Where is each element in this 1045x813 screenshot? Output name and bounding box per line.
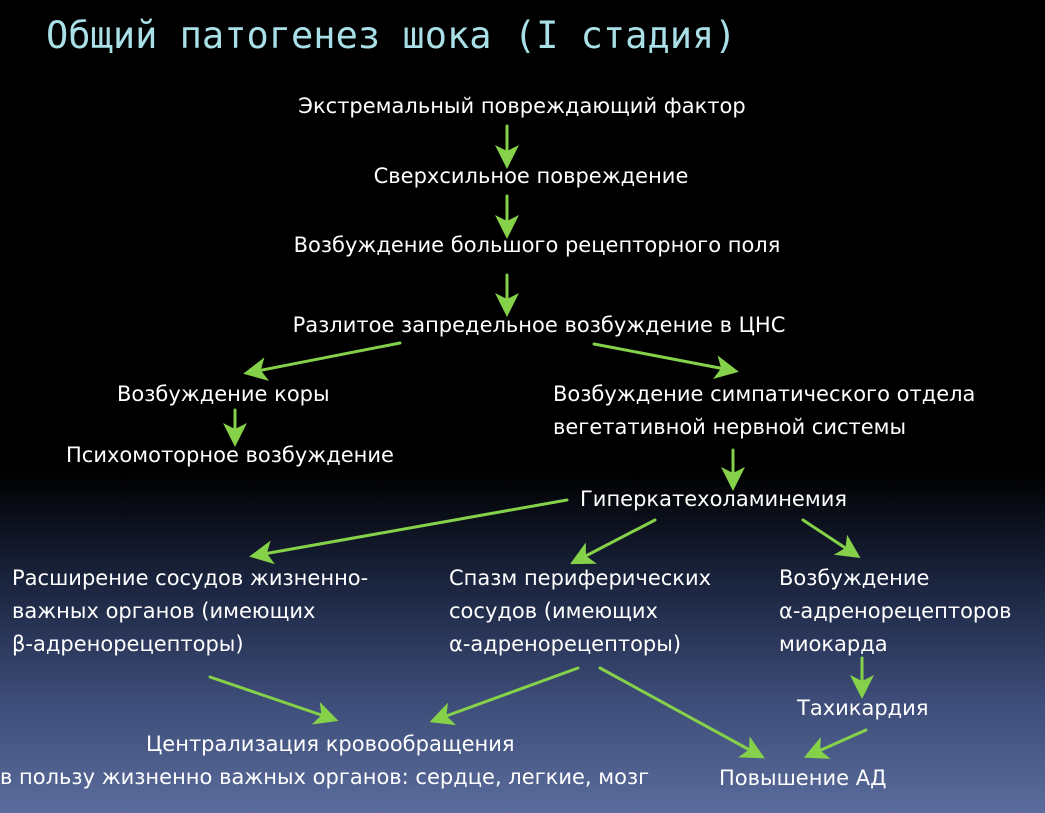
node-spasm-line3: α-адренорецепторы) [449,632,682,656]
node-extreme-factor: Экстремальный повреждающий фактор [298,94,746,118]
node-centralization-line1: Централизация кровообращения [146,732,515,756]
arrow-hypercatechol-to-spasm [570,518,657,565]
node-cns-excitation: Разлитое запредельное возбуждение в ЦНС [292,313,786,337]
node-centralization-line2: в пользу жизненно важных органов: сердце… [0,765,650,789]
node-spasm-line2: сосудов (имеющих [449,599,658,623]
arrow-hypercatechol-to-myocard [801,518,861,558]
node-peripheral-spasm: Спазм периферических сосудов (имеющих α-… [449,562,711,661]
node-tachycardia: Тахикардия [797,696,929,720]
node-myocard-line3: миокарда [779,632,888,656]
arrow-vasodilation-to-centralization [208,675,339,725]
node-bp-rise: Повышение АД [719,766,887,790]
arrow-cns-to-cortex [243,341,402,381]
node-cortex-excitation: Возбуждение коры [117,382,330,406]
arrow-cns-to-sympathetic [592,342,739,379]
arrow-spasm-to-bp-rise [598,666,765,759]
slide-title: Общий патогенез шока (I стадия) [46,14,737,57]
arrow-hypercatechol-to-vasodilation [249,498,569,565]
arrow-spasm-to-centralization [429,666,580,726]
node-receptor-field: Возбуждение большого рецепторного поля [293,233,781,257]
node-psychomotor-excitation: Психомоторное возбуждение [66,443,394,467]
node-sympathetic-line1: Возбуждение симпатического отдела [553,382,976,406]
node-vasodilation-line2: важных органов (имеющих [12,599,316,623]
node-vasodilation-line1: Расширение сосудов жизненно- [12,566,369,590]
node-spasm-line1: Спазм периферических [449,566,712,590]
node-sympathetic-line2: вегетативной нервной системы [553,415,907,439]
node-vasodilation-line3: β-адренорецепторы) [12,632,244,656]
node-superstrong-damage: Сверхсильное повреждение [373,164,689,188]
node-hypercatecholaminemia: Гиперкатехоламинемия [580,487,847,511]
node-myocard-line1: Возбуждение [779,566,930,590]
node-myocard-line2: α-адренорецепторов [779,599,1012,623]
node-vasodilation: Расширение сосудов жизненно- важных орга… [12,562,368,661]
node-myocard-excitation: Возбуждение α-адренорецепторов миокарда [779,562,1011,661]
arrow-group [208,124,874,759]
node-centralization: Централизация кровообращения в пользу жи… [0,728,649,794]
arrow-tachycardia-to-bp-rise [803,728,868,759]
node-sympathetic-excitation: Возбуждение симпатического отдела вегета… [553,378,975,444]
